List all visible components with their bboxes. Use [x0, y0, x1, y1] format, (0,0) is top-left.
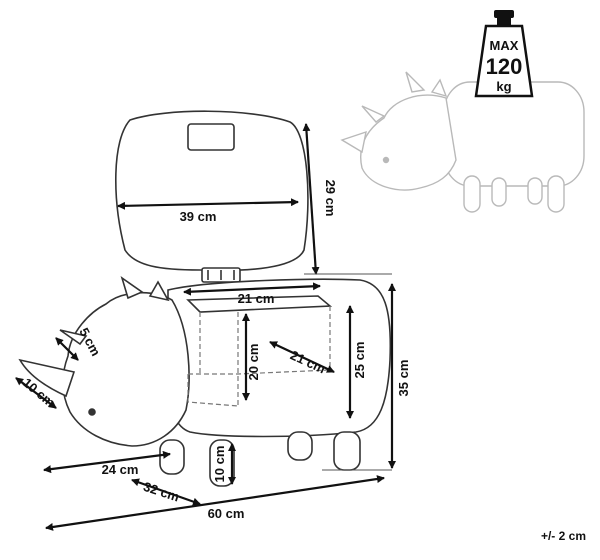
inner-height-label: 25 cm [352, 342, 367, 379]
lid [115, 110, 309, 272]
max-weight-icon [474, 10, 534, 98]
total-length-label: 60 cm [208, 506, 245, 521]
eye [88, 408, 96, 416]
extension-lines [304, 273, 392, 471]
ear-right [148, 280, 170, 302]
weight-label-max: MAX [490, 38, 519, 53]
lid-height-label: 29 cm [323, 180, 338, 217]
rhino-ottoman-drawing [18, 110, 392, 487]
head-length-label: 24 cm [102, 462, 139, 477]
lid-handle [187, 123, 235, 151]
lid-width-label: 39 cm [180, 209, 217, 224]
box-height-label: 20 cm [246, 344, 261, 381]
small-horn [59, 329, 88, 346]
dimension-lines [15, 123, 396, 531]
front-leg-left [159, 439, 185, 475]
back-leg-right [333, 431, 361, 471]
reference-rhino-sketch [340, 71, 585, 213]
head [62, 291, 190, 447]
storage-box-outline [187, 306, 331, 407]
weight-unit: kg [496, 79, 511, 94]
depth-label: 32 cm [142, 479, 182, 505]
top-width-label: 21 cm [238, 291, 275, 306]
total-height-label: 35 cm [396, 360, 411, 397]
back-leg-left [287, 431, 313, 461]
weight-value: 120 [486, 54, 523, 79]
ear-left [120, 276, 144, 300]
leg-height-label: 10 cm [212, 446, 227, 483]
tolerance-note: +/- 2 cm [541, 529, 586, 543]
